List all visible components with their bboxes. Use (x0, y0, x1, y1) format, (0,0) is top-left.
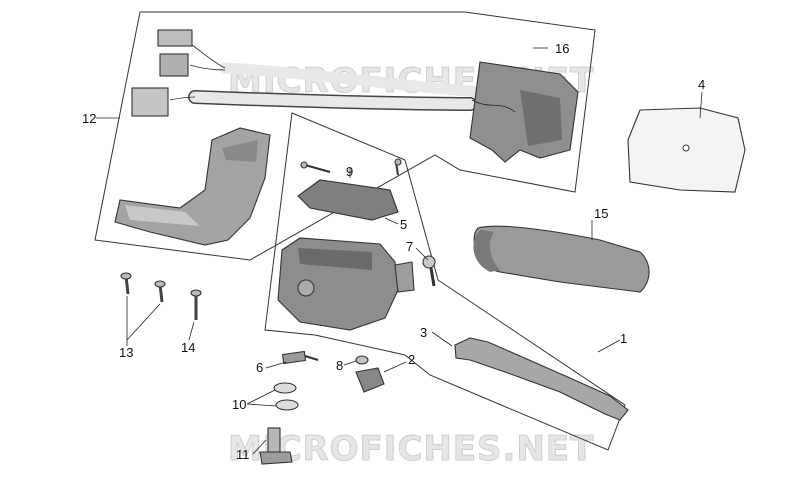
switch-6[interactable] (281, 350, 319, 365)
screw-13-left[interactable] (120, 272, 132, 295)
screw-9-left[interactable] (300, 161, 331, 173)
callout-4: 4 (698, 77, 705, 92)
washer-10-top[interactable] (273, 382, 297, 394)
callout-16: 16 (555, 41, 569, 56)
nut-8[interactable] (355, 355, 369, 365)
switch-lower-cover[interactable] (114, 127, 271, 246)
callout-15: 15 (594, 206, 608, 221)
screw-9-right[interactable] (394, 158, 402, 176)
callout-14: 14 (181, 340, 195, 355)
callout-12: 12 (82, 111, 96, 126)
screw-14[interactable] (190, 289, 202, 320)
wiring-harness[interactable] (131, 29, 486, 117)
callout-5: 5 (400, 217, 407, 232)
screw-13-right[interactable] (154, 280, 166, 303)
bushing-2[interactable] (355, 367, 385, 393)
handlebar-grip-15[interactable] (473, 225, 650, 293)
callout-1: 1 (620, 331, 627, 346)
callout-13: 13 (119, 345, 133, 360)
reservoir-lid-5[interactable] (297, 179, 399, 221)
washer-10-bottom[interactable] (275, 399, 299, 411)
callout-6: 6 (256, 360, 263, 375)
callout-11: 11 (236, 447, 250, 462)
callout-3: 3 (420, 325, 427, 340)
connector-b (159, 53, 189, 77)
callout-8: 8 (336, 358, 343, 373)
screw-7[interactable] (422, 255, 436, 287)
callout-10: 10 (232, 397, 246, 412)
reservoir-cover-4[interactable] (627, 107, 746, 193)
master-cylinder-body[interactable] (277, 237, 415, 331)
switch-housing[interactable] (469, 61, 579, 163)
callout-2: 2 (408, 352, 415, 367)
bolt-11[interactable] (259, 427, 293, 465)
connector-a (157, 29, 193, 47)
frame-master-cylinder-group (264, 112, 626, 451)
frame-switch-group (94, 11, 596, 261)
brake-lever-1[interactable] (454, 337, 629, 421)
callout-7: 7 (406, 239, 413, 254)
callout-9: 9 (346, 164, 353, 179)
connector-c (131, 87, 169, 117)
